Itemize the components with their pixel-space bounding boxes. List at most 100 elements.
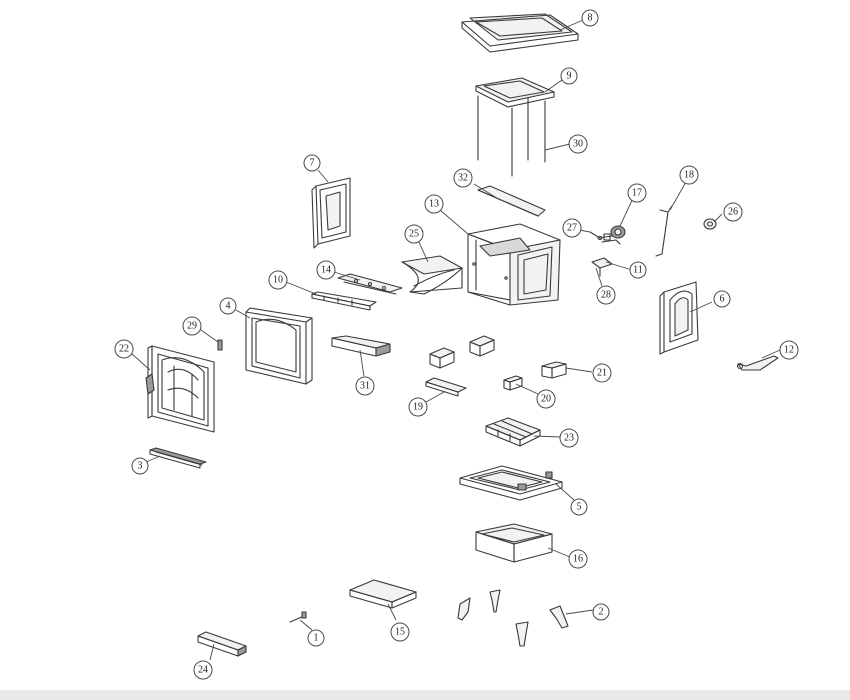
callout-label: 23 — [564, 433, 574, 444]
callout-label: 14 — [321, 265, 331, 276]
part-10-bar — [311, 291, 377, 311]
callout-label: 10 — [273, 275, 283, 286]
callout-10: 10 — [268, 270, 288, 290]
part-firebrick-a — [429, 347, 455, 369]
part-19-bar — [425, 377, 467, 397]
part-4-front-frame — [245, 307, 313, 385]
part-leg-c — [515, 621, 529, 647]
callout-9: 9 — [560, 67, 578, 85]
callout-11: 11 — [629, 261, 647, 279]
callout-label: 17 — [632, 188, 642, 199]
callout-5: 5 — [570, 498, 588, 516]
callout-24: 24 — [193, 660, 213, 680]
callout-label: 12 — [784, 345, 794, 356]
callout-label: 16 — [573, 554, 583, 565]
callout-label: 13 — [429, 199, 439, 210]
callout-label: 8 — [588, 13, 593, 24]
callout-label: 11 — [633, 265, 643, 276]
callout-label: 22 — [119, 344, 129, 355]
callout-26: 26 — [723, 202, 743, 222]
part-7-side-panel — [311, 177, 351, 249]
callout-label: 25 — [409, 229, 419, 240]
callout-14: 14 — [316, 260, 336, 280]
bottom-edge-bar — [0, 690, 850, 700]
callout-6: 6 — [713, 290, 731, 308]
part-firebrick-b — [469, 335, 495, 357]
part-3-deflector — [149, 447, 207, 469]
part-13-firebox — [467, 223, 561, 306]
callout-15: 15 — [390, 622, 410, 642]
callout-label: 4 — [226, 301, 231, 312]
callout-label: 31 — [360, 381, 370, 392]
callout-19: 19 — [408, 397, 428, 417]
callout-label: 20 — [541, 394, 551, 405]
part-16-ash-pan — [475, 523, 553, 563]
part-21-brick — [541, 361, 567, 379]
callout-label: 2 — [599, 607, 604, 618]
callout-label: 32 — [458, 173, 468, 184]
part-11-bracket — [591, 257, 613, 277]
part-17-valve — [597, 225, 626, 245]
part-5-base-frame — [459, 465, 563, 501]
callout-31: 31 — [355, 376, 375, 396]
part-22-front-door — [145, 345, 215, 433]
part-30-support-rods — [477, 95, 546, 177]
part-1-screw — [289, 611, 307, 623]
leader-lines — [131, 19, 781, 661]
callout-30: 30 — [568, 134, 588, 154]
callout-28: 28 — [596, 285, 616, 305]
callout-label: 24 — [198, 665, 208, 676]
part-29-bolt — [217, 339, 223, 351]
callout-label: 29 — [187, 321, 197, 332]
callout-label: 30 — [573, 139, 583, 150]
callout-label: 7 — [310, 158, 315, 169]
callout-label: 5 — [577, 502, 582, 513]
callout-label: 15 — [395, 627, 405, 638]
callout-label: 9 — [567, 71, 572, 82]
callout-label: 19 — [413, 402, 423, 413]
callout-label: 26 — [728, 207, 738, 218]
callout-label: 28 — [601, 290, 611, 301]
part-27-pin — [589, 231, 603, 241]
part-23-grate — [485, 417, 541, 447]
callout-1: 1 — [307, 629, 325, 647]
callout-8: 8 — [581, 9, 599, 27]
callout-29: 29 — [182, 316, 202, 336]
part-26-knob — [703, 218, 717, 230]
callout-16: 16 — [568, 549, 588, 569]
callout-13: 13 — [424, 194, 444, 214]
callout-label: 6 — [720, 294, 725, 305]
part-6-side-door — [659, 281, 699, 355]
callout-20: 20 — [536, 389, 556, 409]
part-14-rail — [337, 273, 403, 295]
part-25-arch-bracket — [401, 255, 463, 295]
part-15-tray — [349, 579, 417, 609]
part-8-top-plate — [461, 13, 579, 53]
callout-label: 3 — [138, 461, 143, 472]
callout-label: 27 — [567, 223, 577, 234]
callout-label: 1 — [314, 633, 319, 644]
callout-27: 27 — [562, 218, 582, 238]
callout-7: 7 — [303, 154, 321, 172]
part-18-rod — [655, 205, 673, 257]
part-32-baffle — [477, 185, 546, 217]
part-24-trim — [197, 631, 247, 657]
part-2-leg — [549, 605, 569, 629]
part-9-inner-top — [475, 77, 555, 108]
part-leg-a — [457, 597, 471, 621]
part-31-housing — [331, 335, 391, 357]
callout-18: 18 — [679, 165, 699, 185]
callout-12: 12 — [779, 340, 799, 360]
callout-21: 21 — [592, 363, 612, 383]
part-12-handle — [736, 355, 779, 371]
callout-17: 17 — [627, 183, 647, 203]
callout-4: 4 — [219, 297, 237, 315]
part-leg-b — [489, 589, 501, 613]
callout-25: 25 — [404, 224, 424, 244]
callout-2: 2 — [592, 603, 610, 621]
part-20-brick — [503, 375, 523, 391]
callout-22: 22 — [114, 339, 134, 359]
callout-23: 23 — [559, 428, 579, 448]
callout-3: 3 — [131, 457, 149, 475]
